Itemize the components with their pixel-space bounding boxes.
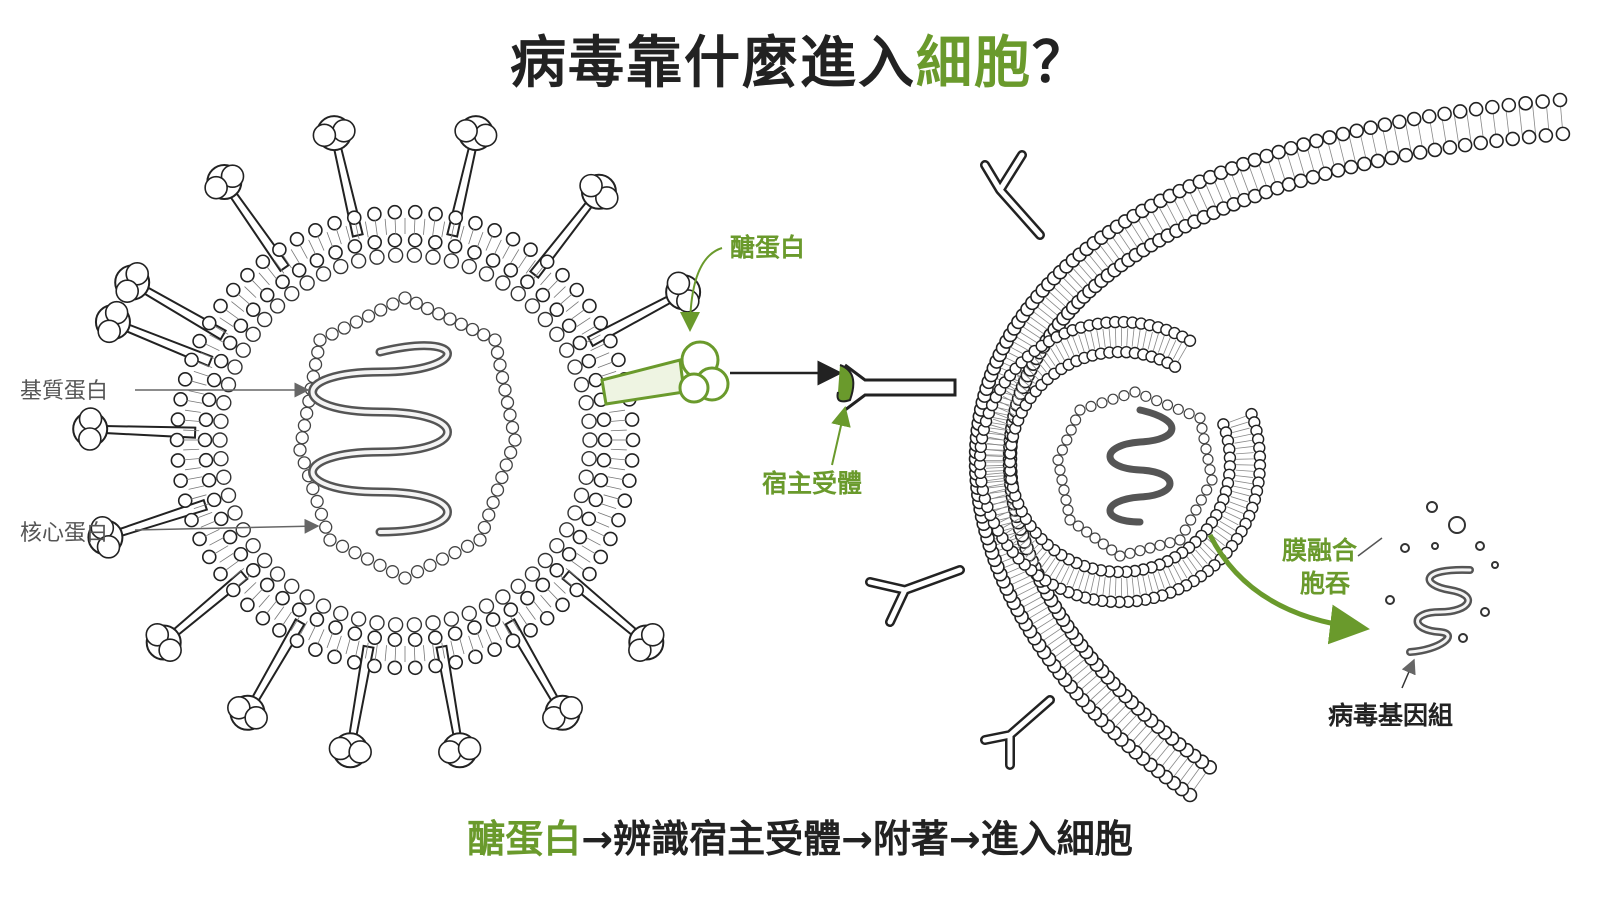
released-genome-highlight — [1408, 568, 1472, 654]
label-endocytosis: 胞吞 — [1300, 569, 1350, 598]
page-title: 病毒靠什麼進入細胞？ — [0, 18, 1600, 99]
label-separator — [1357, 537, 1383, 557]
host-receptor-highlighted — [836, 363, 957, 412]
virus-envelope — [169, 204, 641, 676]
entry-arrow — [1207, 533, 1370, 645]
summary-caption: 醣蛋白→辨識宿主受體→附著→進入細胞 — [0, 808, 1600, 863]
pointer-core-protein — [134, 518, 320, 534]
host-receptor — [980, 150, 1045, 240]
label-core-protein: 核心蛋白 — [20, 521, 108, 546]
title-part1: 病毒靠什麼進入 — [510, 31, 916, 96]
vesicle-capsid — [1052, 386, 1218, 562]
title-highlight: 細胞 — [916, 31, 1032, 96]
released-particles — [1385, 501, 1499, 643]
label-host-receptor: 宿主受體 — [762, 469, 862, 498]
glycoprotein-highlighted — [600, 340, 730, 406]
host-receptor — [980, 695, 1055, 770]
vesicle-rna — [1106, 406, 1176, 526]
core-protein-capsid — [293, 291, 522, 585]
label-glycoprotein: 醣蛋白 — [730, 233, 805, 262]
matrix-protein-layer — [212, 247, 598, 633]
caption-rest: →辨識宿主受體→附著→進入細胞 — [581, 817, 1133, 861]
label-matrix-protein: 基質蛋白 — [20, 379, 108, 404]
label-viral-genome: 病毒基因組 — [1328, 701, 1453, 730]
viral-rna-highlight — [310, 343, 450, 534]
pointer-glycoprotein — [680, 247, 723, 332]
label-membrane-fusion: 膜融合 — [1282, 536, 1358, 565]
pointer-viral-genome — [1401, 658, 1416, 689]
virus-particle — [72, 115, 702, 769]
endocytic-vesicle — [973, 315, 1267, 609]
caption-highlight: 醣蛋白 — [467, 817, 582, 861]
pointer-host-receptor — [831, 406, 851, 466]
host-receptor — [865, 565, 965, 627]
title-part2: ？ — [1032, 31, 1090, 96]
